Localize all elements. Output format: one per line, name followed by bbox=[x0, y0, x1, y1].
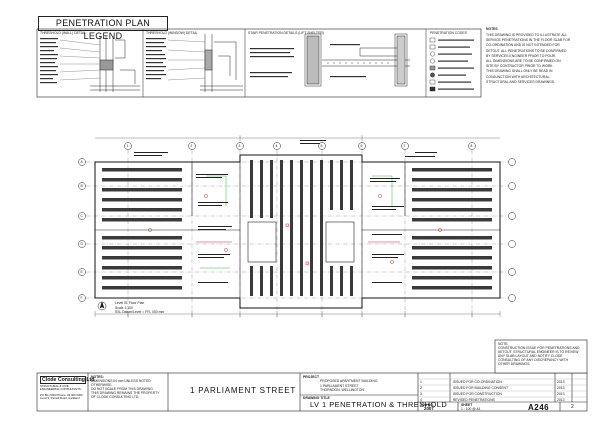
grid-label: 2 bbox=[190, 144, 193, 148]
drawing-title: LV 1 PENETRATION & THRESHOLD bbox=[310, 400, 448, 409]
rev-row-4: 4 REVISED PENETRATIONS bbox=[420, 397, 495, 402]
rev-row-2: 2 ISSUED FOR BUILDING CONSENT bbox=[420, 386, 509, 390]
legend-notes: THIS DRAWING IS PROVIDED TO ILLUSTRATE A… bbox=[486, 33, 571, 84]
project-label: PROJECT bbox=[303, 375, 320, 379]
rev-row-3: 3 ISSUED FOR CONSTRUCTION bbox=[420, 392, 502, 396]
sheet-scale: 1 : 100 @ A1 bbox=[461, 407, 481, 411]
grid-label: D bbox=[80, 242, 83, 246]
project-desc-2: 1 PARLIAMENT STREET bbox=[320, 383, 359, 388]
notes-title: NOTES bbox=[486, 27, 498, 31]
legend-title: PENETRATION PLAN LEGEND bbox=[38, 16, 168, 41]
company-sub: STRUCTURAL & CIVIL ENGINEERING CONSULTAN… bbox=[40, 384, 81, 392]
grid-label: 3 bbox=[238, 144, 241, 148]
sheet-label: SHEET bbox=[461, 403, 473, 407]
grid-label: C bbox=[80, 214, 83, 218]
project-name: 1 PARLIAMENT STREET bbox=[190, 386, 297, 395]
grid-label: B bbox=[80, 184, 83, 188]
rev-date: 2013 bbox=[557, 397, 565, 402]
plan-caption-ref: SSL Datum/Level = FFL 000 mm bbox=[115, 310, 165, 314]
detail-title-wall: THRESHOLD (WALL) DETAIL bbox=[40, 31, 86, 35]
grid-label: 6 bbox=[360, 144, 363, 148]
drawing-label: DRAWING TITLE bbox=[303, 396, 330, 400]
grid-label: A bbox=[80, 160, 83, 164]
grid-label: 1 bbox=[126, 144, 129, 148]
project-desc-1: PROPOSED APARTMENT BUILDING bbox=[320, 379, 378, 383]
detail-title-stair: STAIR PENETRATION DETAILS (LIFT SHELTER) bbox=[248, 31, 324, 35]
plan-caption: Level 01 Floor Plan bbox=[115, 301, 145, 305]
job-number: 2007 bbox=[424, 406, 434, 411]
company-address-1: PO Box 5000 Phone: 09 300 0000 bbox=[40, 392, 83, 397]
revision-number: 2 bbox=[571, 404, 574, 410]
grid-label: 5 bbox=[320, 144, 323, 148]
detail-title-window: THRESHOLD (WINDOW) DETAIL bbox=[146, 31, 198, 35]
company-name: Clode Consulting Ltd bbox=[40, 376, 95, 384]
rev-date: 2013 bbox=[557, 392, 565, 396]
rev-date: 2013 bbox=[557, 386, 565, 390]
job-label: JOB NO. bbox=[420, 403, 434, 407]
grid-label: 4 bbox=[275, 144, 278, 148]
company-block: Clode Consulting Ltd STRUCTURAL & CIVIL … bbox=[40, 376, 95, 401]
codes-title: PENETRATION CODES bbox=[430, 31, 467, 35]
title-block-notes: NOTES: DIMENSIONS IN mm UNLESS NOTED OTH… bbox=[91, 375, 160, 399]
rev-row-1: 1 ISSUED FOR CO-ORDINATION bbox=[420, 380, 502, 384]
grid-label: 7 bbox=[403, 144, 406, 148]
rev-date: 2013 bbox=[557, 380, 565, 384]
grid-label: E bbox=[80, 270, 83, 274]
grid-label: F bbox=[80, 296, 83, 300]
drawing-number: A246 bbox=[528, 402, 550, 412]
construction-note: NOTE: CONSTRUCTION ISSUE FOR PENETRATION… bbox=[498, 342, 580, 366]
plan-caption-scale: Scale 1:100 bbox=[115, 305, 133, 310]
company-address-2: Level 3, Parnell Road, Auckland bbox=[40, 396, 80, 401]
project-desc-3: THORNDON, WELLINGTON bbox=[320, 388, 364, 392]
grid-label: 8 bbox=[470, 144, 473, 148]
